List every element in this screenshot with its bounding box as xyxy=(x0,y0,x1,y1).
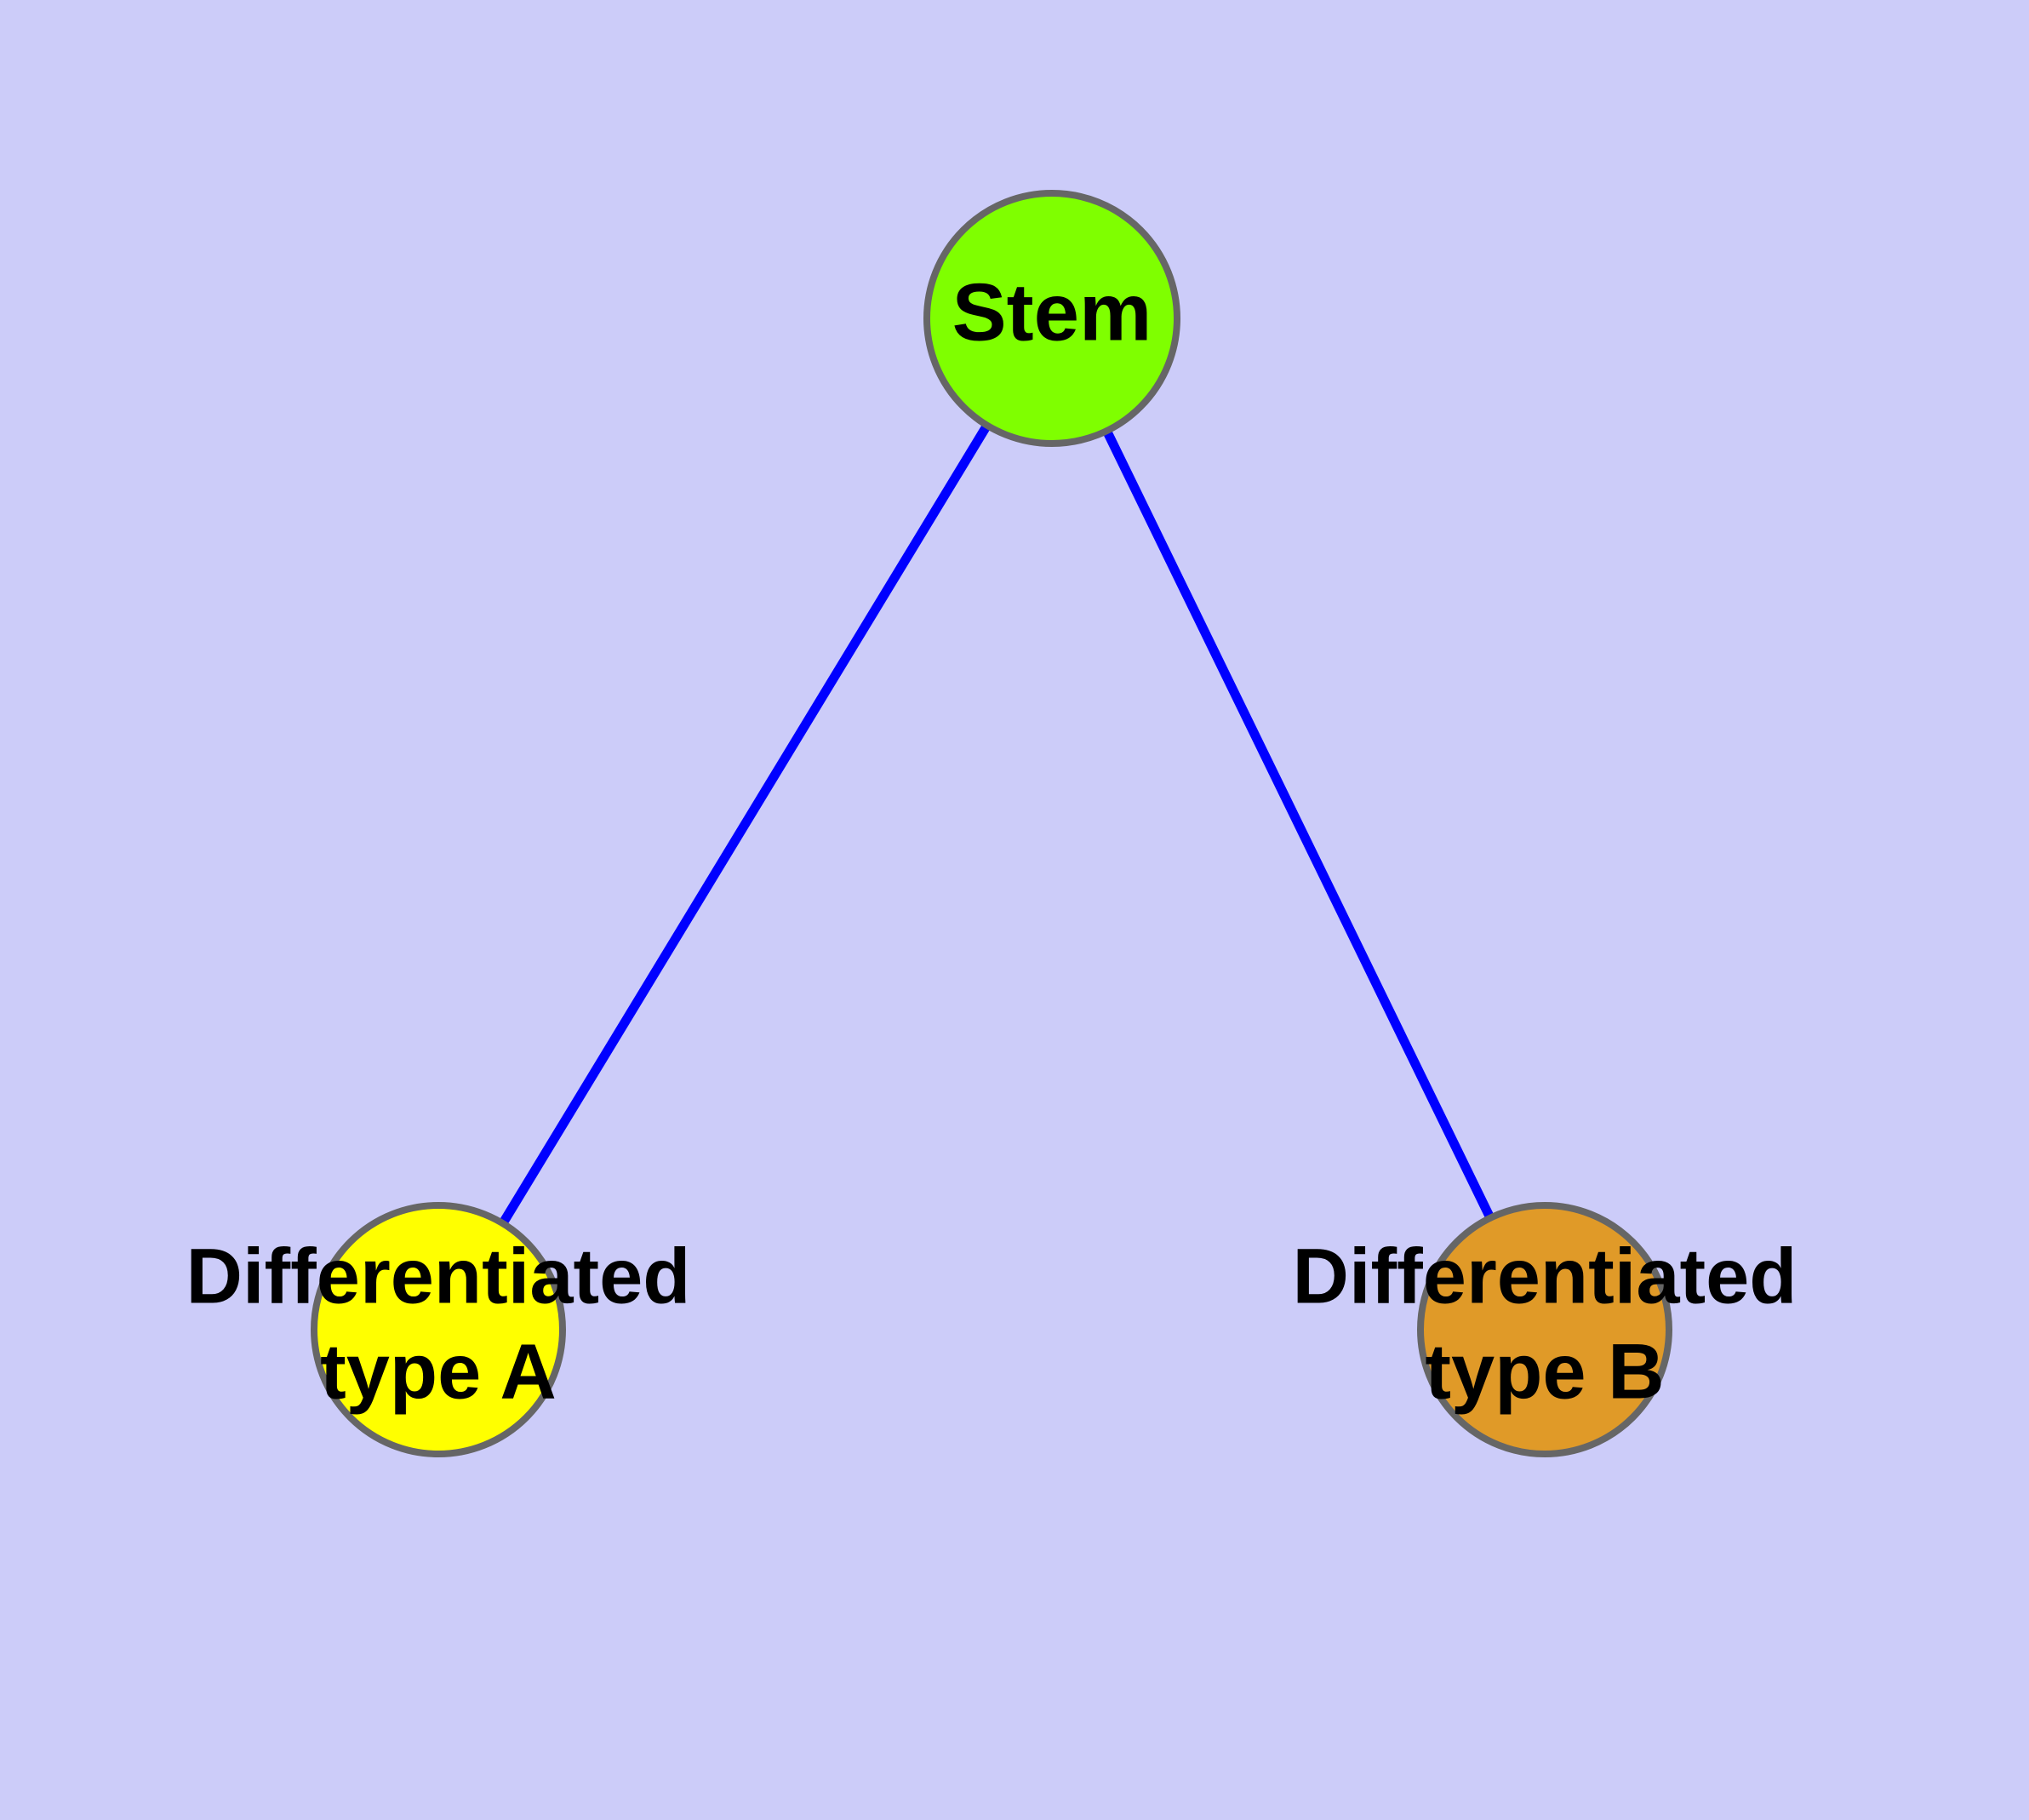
node-circle-diff-b[interactable] xyxy=(1417,1202,1672,1457)
node-circle-stem[interactable] xyxy=(923,190,1180,447)
edge-layer xyxy=(498,421,1495,1228)
node-label-diff-a: Differentiated xyxy=(186,1233,691,1319)
graph-edge-stem-to-diff-b[interactable] xyxy=(1101,426,1495,1222)
graph-node-stem[interactable]: Stem xyxy=(923,190,1180,447)
graph-node-diff-b[interactable]: Differentiated type B xyxy=(1293,1202,1798,1457)
node-circle-diff-a[interactable] xyxy=(311,1202,566,1457)
node-label-diff-a-line2: type A xyxy=(320,1328,557,1415)
node-label-diff-b: Differentiated xyxy=(1293,1233,1798,1319)
node-label-stem: Stem xyxy=(952,266,1152,358)
graph-edge-stem-to-diff-a[interactable] xyxy=(498,421,992,1228)
graph-node-diff-a[interactable]: Differentiated type A xyxy=(186,1202,691,1457)
node-label-diff-b-line2: type B xyxy=(1425,1328,1664,1415)
